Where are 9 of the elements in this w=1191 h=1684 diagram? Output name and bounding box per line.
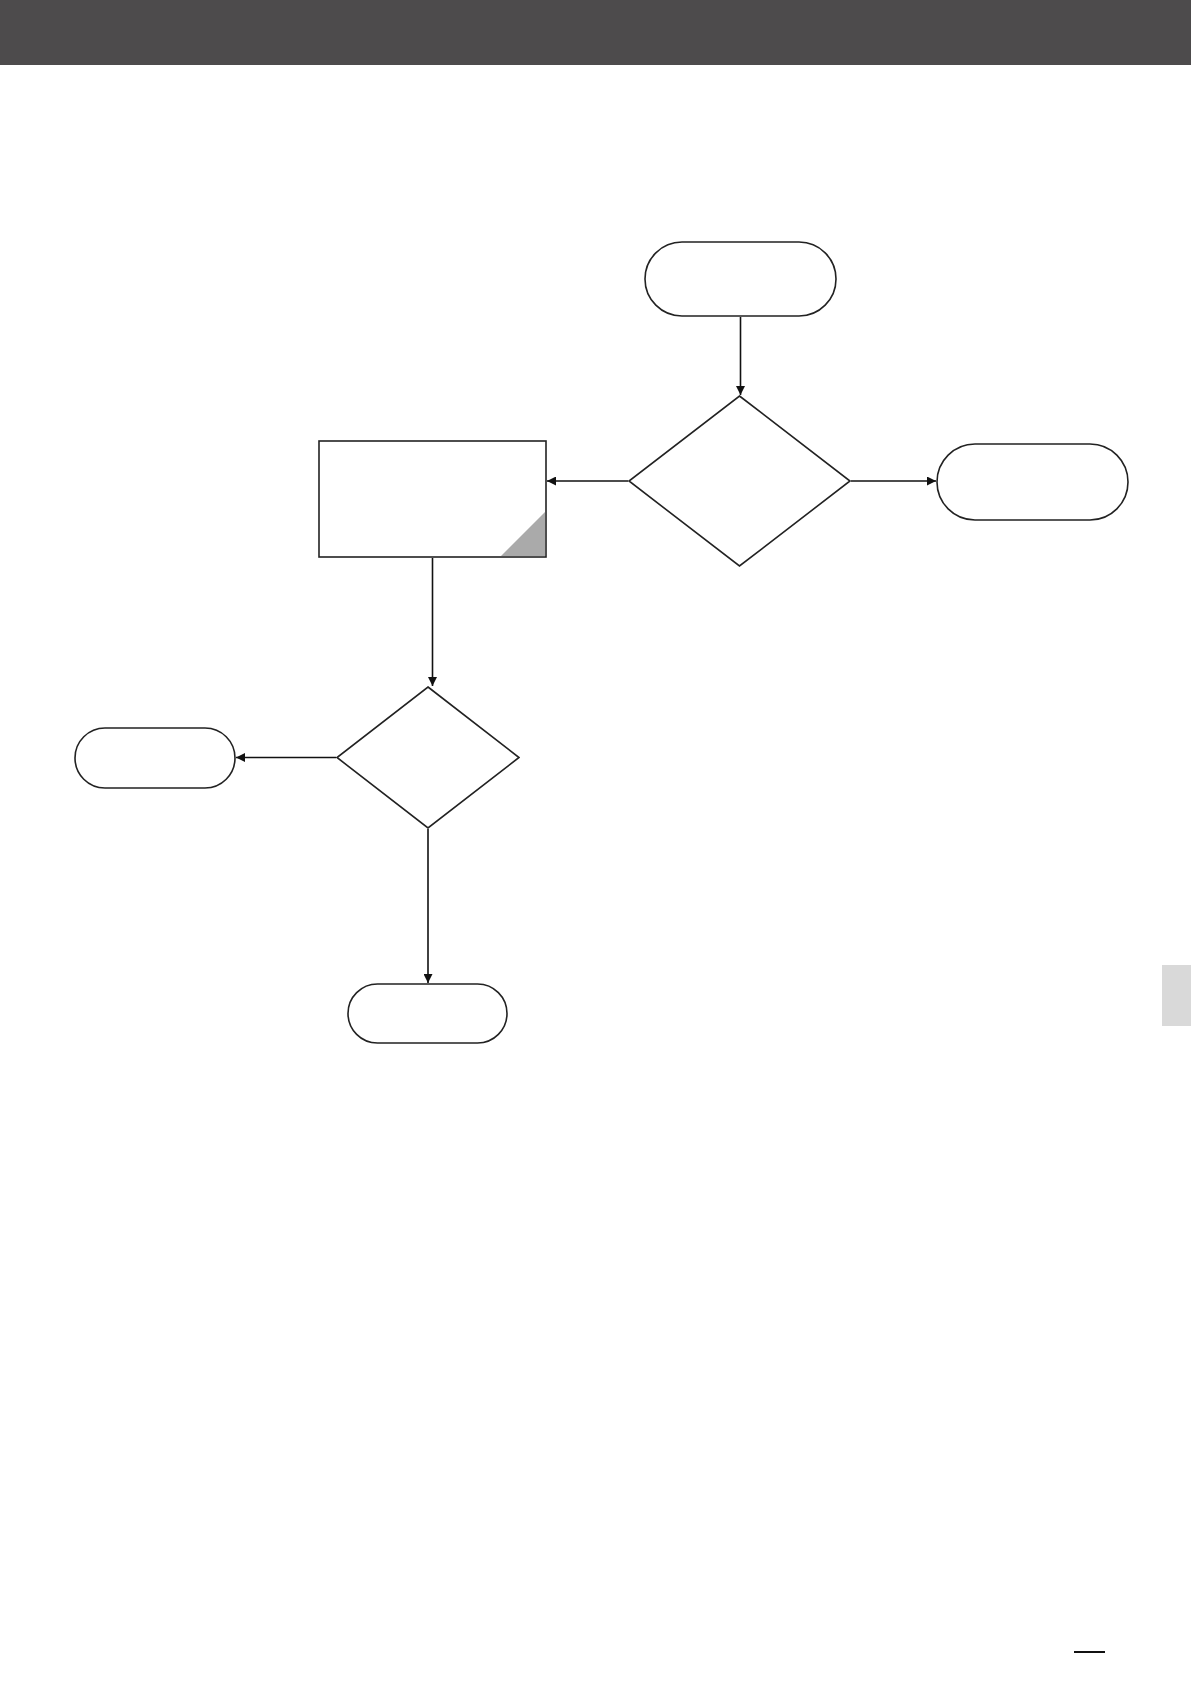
decision-diamond bbox=[628, 395, 851, 567]
arrow bbox=[736, 316, 745, 396]
decision-diamond bbox=[336, 686, 520, 829]
process-box bbox=[318, 440, 547, 558]
arrow bbox=[423, 828, 433, 984]
arrow bbox=[428, 557, 437, 687]
arrow bbox=[235, 753, 337, 762]
arrow bbox=[850, 476, 937, 486]
arrow bbox=[546, 476, 629, 486]
